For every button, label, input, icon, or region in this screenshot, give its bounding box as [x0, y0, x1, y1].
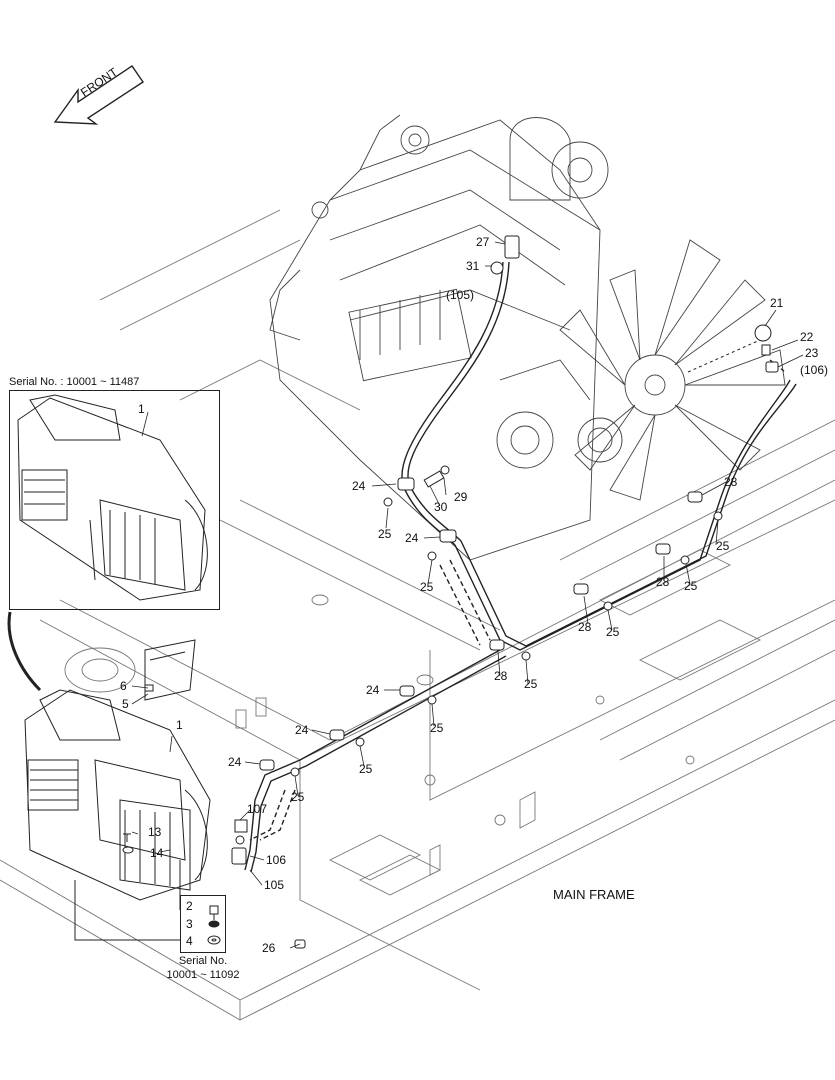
inset-top-part-label: 1 [138, 402, 145, 416]
engine-drawing [269, 114, 786, 561]
callout-25-a: 25 [378, 527, 392, 541]
callout-31: 31 [466, 259, 480, 273]
main-frame-label: MAIN FRAME [553, 887, 635, 902]
callout-25-i: 25 [291, 790, 305, 804]
callout-25-f: 25 [524, 677, 538, 691]
front-arrow-icon [53, 65, 144, 125]
callout-14: 14 [150, 846, 164, 860]
inset-top-serial: Serial No. : 10001 ~ 11487 [9, 376, 140, 388]
callout-25-d: 25 [684, 579, 698, 593]
callout-27: 27 [476, 235, 490, 249]
callout-6: 6 [120, 679, 127, 693]
callout-25-b: 25 [420, 580, 434, 594]
callout-24-c: 24 [366, 683, 380, 697]
inset-top-frame [9, 390, 220, 610]
callout-26: 26 [262, 941, 276, 955]
inset-bottom-frame [180, 895, 226, 953]
callout-28-b: 28 [656, 575, 670, 589]
heater-hoses [244, 261, 797, 873]
callout-24-d: 24 [295, 723, 309, 737]
callout-3: 3 [186, 917, 193, 931]
inset-top-drawing [17, 394, 208, 601]
callout-29: 29 [454, 490, 468, 504]
callout-1-main: 1 [176, 718, 183, 732]
callout-28-c: 28 [578, 620, 592, 634]
callout-105-ref-top: (105) [446, 288, 475, 302]
callout-23: 23 [805, 346, 819, 360]
callout-28-d: 28 [494, 669, 508, 683]
callout-106: 106 [266, 853, 287, 867]
callout-25-e: 25 [606, 625, 620, 639]
callout-28-a: 28 [724, 475, 738, 489]
callout-22: 22 [800, 330, 814, 344]
callout-107: 107 [247, 802, 268, 816]
callout-25-g: 25 [430, 721, 444, 735]
inset-bottom-serial-line2: 10001 ~ 11092 [166, 969, 240, 981]
callout-2: 2 [186, 899, 193, 913]
main-frame-drawing [0, 209, 835, 1021]
callout-106-ref: (106) [800, 363, 829, 377]
callout-5: 5 [122, 697, 129, 711]
callout-24-a: 24 [352, 479, 366, 493]
callout-leaders [131, 241, 804, 949]
inset-bottom-hardware [122, 833, 221, 945]
clamps-fittings [231, 235, 779, 949]
callout-4: 4 [186, 934, 193, 948]
inset-bottom-serial-line1: Serial No. [178, 955, 228, 967]
callout-30: 30 [434, 500, 448, 514]
callout-25-h: 25 [359, 762, 373, 776]
callout-25-c: 25 [716, 539, 730, 553]
callout-24-e: 24 [228, 755, 242, 769]
hvac-unit-drawing [24, 639, 211, 901]
callout-13: 13 [148, 825, 162, 839]
callout-105: 105 [264, 878, 285, 892]
inset-leader [7, 611, 42, 692]
callout-24-b: 24 [405, 531, 419, 545]
callout-21: 21 [770, 296, 784, 310]
